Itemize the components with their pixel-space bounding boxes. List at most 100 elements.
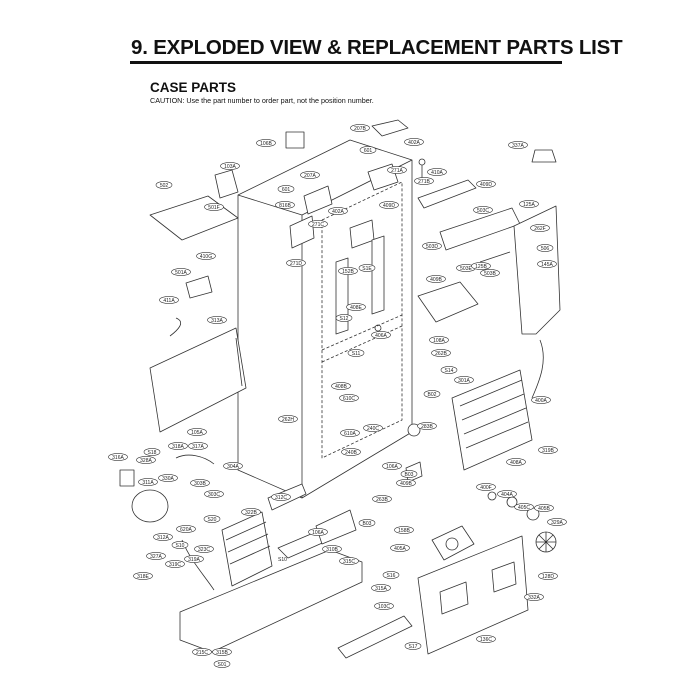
callout-bubble <box>417 422 437 430</box>
callout-bubble <box>404 642 422 650</box>
callout-bubble <box>146 552 166 560</box>
callout-402a: 402A <box>328 207 348 215</box>
marker-labels: S10 <box>278 557 287 563</box>
callout-label: 318E <box>137 574 149 580</box>
callout-408a: 408A <box>506 458 526 466</box>
callout-bubble <box>371 584 391 592</box>
callout-label: 315C <box>343 559 355 565</box>
callout-label: 310B <box>326 547 338 553</box>
callout-bubble <box>204 203 224 211</box>
callout-bubble <box>155 181 173 189</box>
callout-bubble <box>192 648 212 656</box>
callout-label: 136C <box>480 637 492 643</box>
callout-610a: 610A <box>340 429 360 437</box>
callout-label: S20 <box>208 517 217 523</box>
callout-label: 332A <box>528 595 540 601</box>
callout-label: B03 <box>405 472 414 478</box>
callout-label: 240C <box>367 426 379 432</box>
callout-label: 503C <box>477 208 489 214</box>
callout-label: 262H <box>282 417 294 423</box>
callout-bubble <box>340 429 360 437</box>
callout-label: 408A <box>510 460 522 466</box>
callout-label: 323C <box>198 547 210 553</box>
callout-label: 408E <box>350 305 362 311</box>
callout-108a: 108A <box>429 336 449 344</box>
callout-bubble <box>153 533 173 541</box>
callout-313a: 313A <box>207 316 227 324</box>
top-hinge-parts <box>285 119 426 335</box>
callout-label: S11 <box>352 351 361 357</box>
callout-label: 337A <box>512 143 524 149</box>
callout-label: 263B <box>376 497 388 503</box>
callout-145a: 145A <box>537 260 557 268</box>
section-title: CASE PARTS <box>150 80 237 95</box>
callout-bubble <box>204 490 224 498</box>
callout-503c: 503C <box>473 206 493 214</box>
callout-329a: 329A <box>547 518 567 526</box>
callout-bubble <box>308 220 328 228</box>
callout-502: 502 <box>155 181 173 189</box>
callout-label: S01 <box>218 662 227 668</box>
callout-501f: 501F <box>204 203 224 211</box>
callout-bubble <box>536 244 554 252</box>
callout-bubble <box>196 252 216 260</box>
callout-bubble <box>476 635 496 643</box>
callout-bubble <box>136 456 156 464</box>
callout-103a: 103A <box>220 162 240 170</box>
callout-s16: S16 <box>382 571 400 579</box>
callout-label: 301A <box>458 378 470 384</box>
callout-label: 125B <box>475 264 487 270</box>
callout-label: 271D <box>290 261 302 267</box>
callout-label: 405C <box>518 505 530 511</box>
callout-label: 601 <box>364 148 373 154</box>
callout-bubble <box>379 201 399 209</box>
callout-125b: 125B <box>471 262 491 270</box>
callout-bubble <box>335 314 353 322</box>
caution-note: CAUTION: Use the part number to order pa… <box>150 96 374 105</box>
callout-label: 502 <box>160 183 169 189</box>
callout-411a: 411A <box>159 296 179 304</box>
callout-bubble <box>538 446 558 454</box>
callout-bubble <box>476 180 496 188</box>
callout-bubble <box>519 200 539 208</box>
callout-bubble <box>188 442 208 450</box>
callout-337a: 337A <box>508 141 528 149</box>
callout-400a: 400A <box>531 396 551 404</box>
callout-bubble <box>108 453 128 461</box>
callout-bubble <box>341 448 361 456</box>
callout-303b: 303B <box>190 479 210 487</box>
callout-312a: 312A <box>153 533 173 541</box>
callout-bubble <box>339 394 359 402</box>
callout-125a: 125A <box>519 200 539 208</box>
callout-label: 503D <box>426 244 438 250</box>
callout-bubble <box>423 390 441 398</box>
callout-315b: 315B <box>212 648 232 656</box>
callout-label: 405A <box>394 546 406 552</box>
callout-bubble <box>207 316 227 324</box>
callout-label: 271B <box>418 179 430 185</box>
callout-410g: 410G <box>196 252 216 260</box>
callout-311a: 311A <box>138 478 158 486</box>
callout-label: 105A <box>191 430 203 436</box>
callout-400f: 400F <box>476 483 496 491</box>
callout-312c: 312C <box>271 493 291 501</box>
callout-label: S17 <box>409 644 418 650</box>
callout-label: 303C <box>208 492 220 498</box>
callout-label: 106A <box>386 464 398 470</box>
callout-label: S16 <box>387 573 396 579</box>
callout-bubble <box>454 376 474 384</box>
left-shelf-parts <box>149 169 239 337</box>
callout-bubble <box>328 207 348 215</box>
callout-bubble <box>471 262 491 270</box>
callout-262h: 262H <box>278 415 298 423</box>
callout-404a: 404A <box>497 490 517 498</box>
callout-label: 271C <box>312 222 324 228</box>
callout-label: 506 <box>541 246 550 252</box>
callout-b02: B02 <box>423 390 441 398</box>
callout-label: 304A <box>227 464 239 470</box>
callout-bubble <box>508 141 528 149</box>
callout-bubble <box>404 138 424 146</box>
base-plate <box>179 483 363 653</box>
